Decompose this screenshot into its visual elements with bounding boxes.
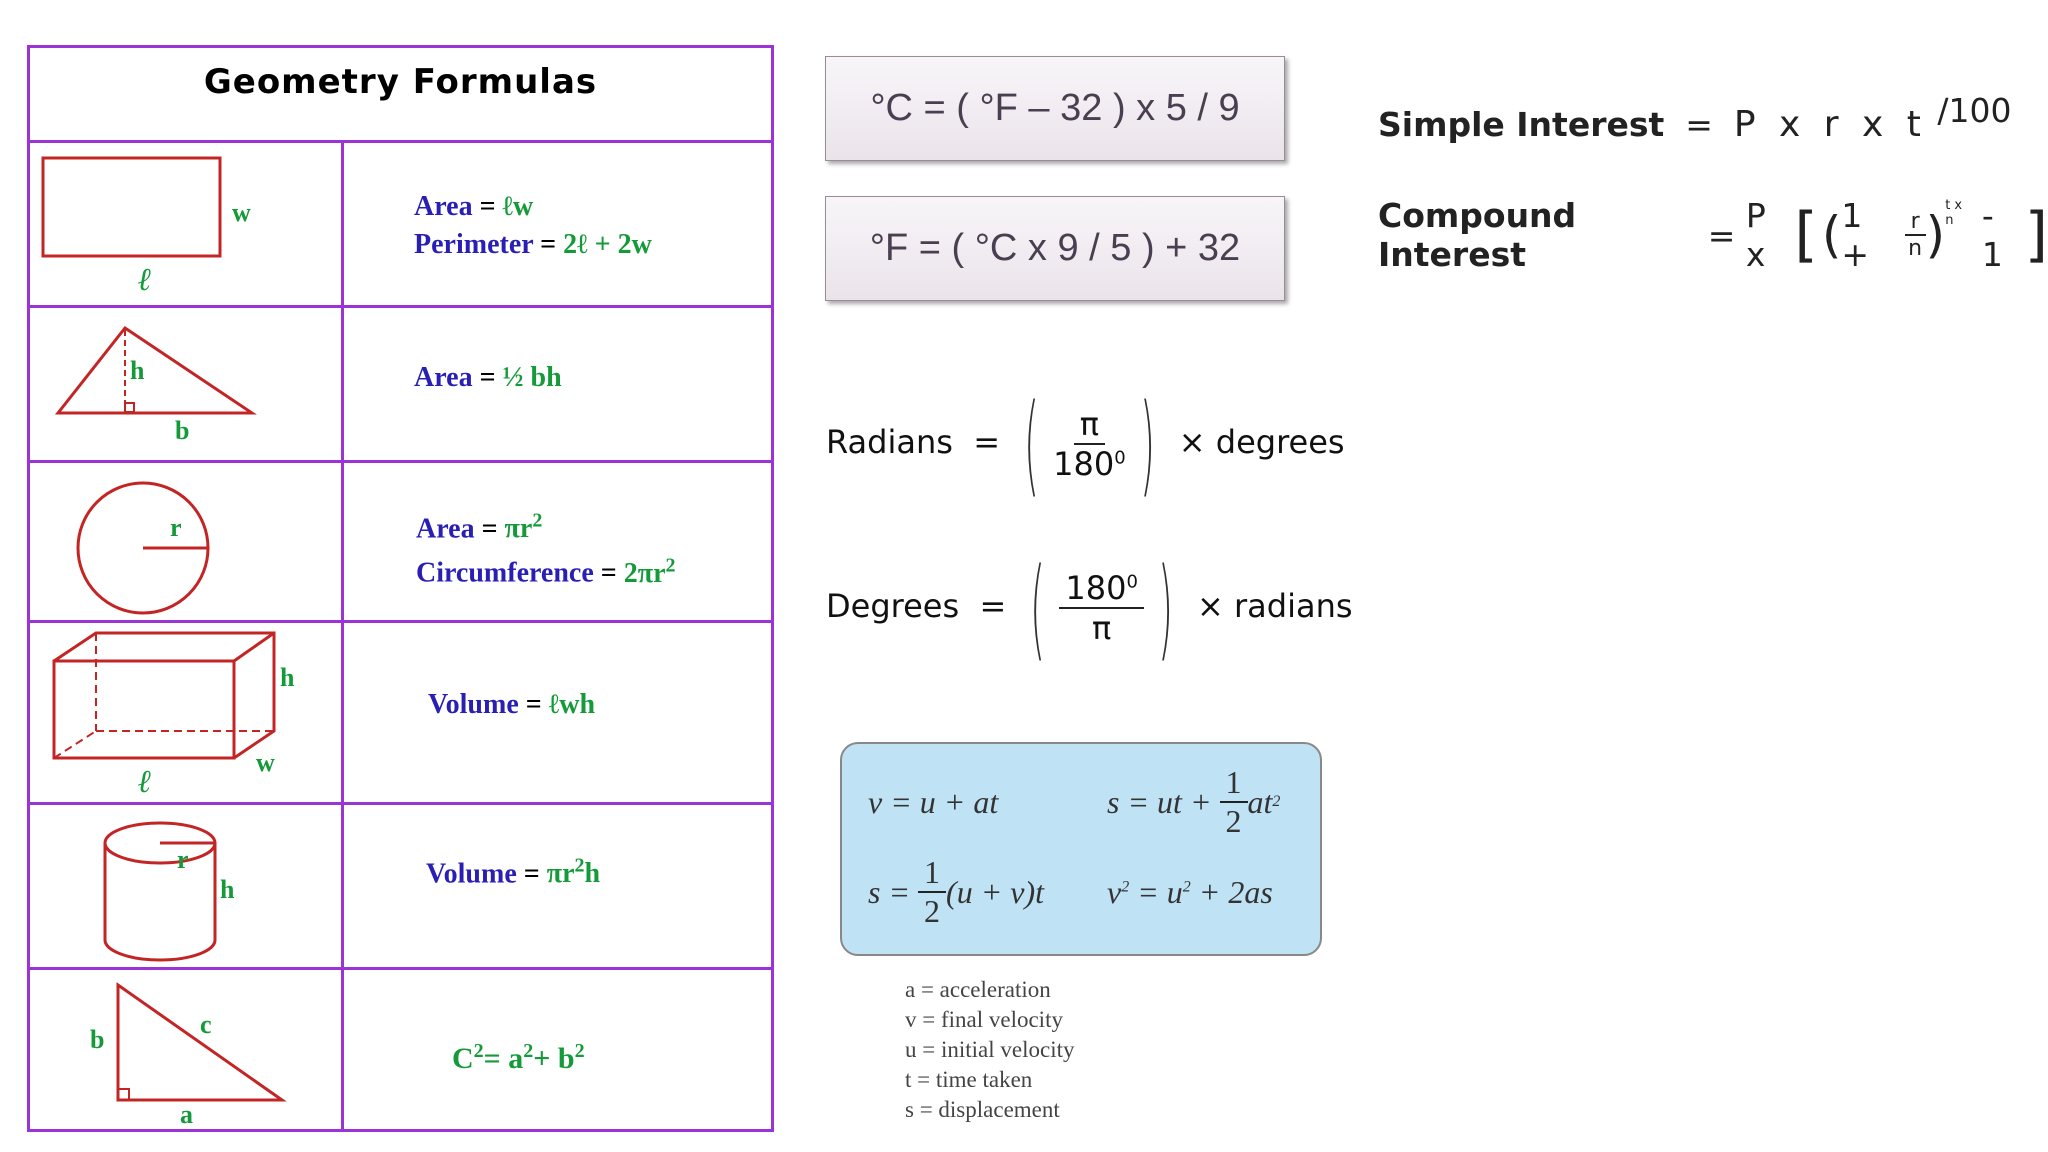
prism-h-label: h [280, 663, 295, 692]
suvat-eq1: v = u + at [868, 784, 999, 820]
area-label: Area [414, 191, 473, 222]
table-row: r h Volume = πr2h [30, 802, 771, 970]
circle-formulas: Area = πr2 Circumference = 2πr2 [416, 510, 676, 589]
table-row: w ℓ Area = ℓw Perimeter = 2ℓ + 2w [30, 140, 771, 308]
legend-item: u = initial velocity [905, 1037, 1075, 1062]
cylinder-formula: Volume = πr2h [426, 855, 601, 890]
celsius-formula-card: °C = ( °F – 32 ) x 5 / 9 [825, 56, 1285, 161]
prism-w-label: w [256, 748, 275, 777]
table-divider [341, 140, 344, 1129]
triangle-shape [54, 325, 257, 415]
prism-l-label: ℓ [138, 763, 152, 799]
perimeter-expr: 2ℓ + 2w [563, 229, 652, 260]
area-expr: ℓw [502, 191, 534, 222]
triangle-formula: Area = ½ bh [414, 362, 562, 393]
rectangle-shape [41, 156, 222, 258]
kinematics-legend: a = acceleration v = final velocity u = … [905, 975, 1074, 1125]
prism-shape [52, 631, 276, 760]
table-row: b c a C2= a2+ b2 [30, 967, 771, 1135]
legend-item: v = final velocity [905, 1007, 1063, 1032]
perimeter-label: Perimeter [414, 229, 534, 260]
fahrenheit-formula: °F = ( °C x 9 / 5 ) + 32 [869, 227, 1241, 269]
rt-a-label: a [180, 1100, 193, 1129]
legend-item: s = displacement [905, 1097, 1060, 1122]
tri-h-label: h [130, 356, 145, 385]
legend-item: t = time taken [905, 1067, 1033, 1092]
table-row: r Area = πr2 Circumference = 2πr2 [30, 460, 771, 623]
cyl-r-label: r [177, 845, 189, 874]
legend-item: a = acceleration [905, 977, 1051, 1002]
celsius-formula: °C = ( °F – 32 ) x 5 / 9 [870, 87, 1240, 129]
geometry-title: Geometry Formulas [203, 62, 598, 102]
suvat-eq4: v2 = u2 + 2as [1107, 874, 1273, 910]
prism-formula: Volume = ℓwh [428, 689, 596, 720]
circle-shape [76, 481, 210, 615]
simple-interest-formula: Simple Interest = P x r x t /100 [1378, 91, 2012, 145]
geometry-table: Geometry Formulas w ℓ Area = ℓw Perimete… [27, 45, 774, 1132]
table-row: h ℓ w Volume = ℓwh [30, 620, 771, 805]
rectangle-formulas: Area = ℓw Perimeter = 2ℓ + 2w [414, 191, 652, 260]
rect-l-label: ℓ [138, 261, 152, 297]
cyl-h-label: h [220, 875, 235, 904]
cylinder-shape [103, 821, 217, 962]
tri-b-label: b [175, 416, 190, 445]
table-row: h b Area = ½ bh [30, 305, 771, 463]
rt-c-label: c [200, 1010, 212, 1039]
rt-b-label: b [90, 1025, 105, 1054]
rect-w-label: w [232, 198, 251, 227]
fahrenheit-formula-card: °F = ( °C x 9 / 5 ) + 32 [825, 196, 1285, 301]
right-triangle-shape [116, 982, 287, 1102]
circle-r-label: r [170, 513, 182, 542]
pythagoras-formula: C2= a2+ b2 [452, 1040, 585, 1075]
